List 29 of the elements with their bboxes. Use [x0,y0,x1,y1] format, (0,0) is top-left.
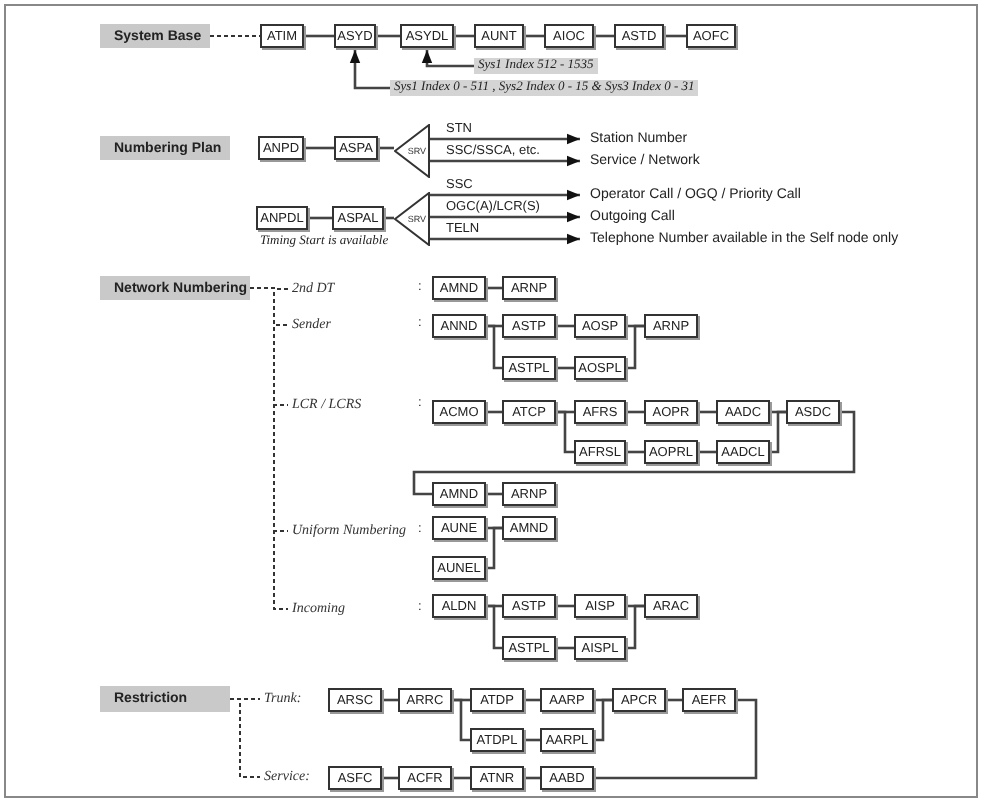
connector-line [486,526,502,570]
connector-line [486,604,502,650]
connector-line [454,34,474,38]
connector-line [304,34,334,38]
connector-line [249,287,289,610]
connector-line [770,410,786,454]
arrow [430,155,580,167]
connector-line [664,34,686,38]
connector-line [594,698,612,742]
connector-line [626,604,644,650]
arrow [421,50,474,68]
connector-line [376,34,400,38]
connector-line [524,34,544,38]
connector-line [486,324,502,370]
connector-line [452,698,470,742]
arrow [430,189,580,201]
connector-line [556,410,574,454]
arrow [430,233,580,245]
connector-line [308,216,332,220]
connector-line [626,324,644,370]
connector-line [594,34,614,38]
arrow [430,211,580,223]
connector-line [412,410,856,496]
connector-line [229,698,261,778]
arrow [349,50,390,90]
connector-line [209,35,261,37]
connector-line [304,146,334,150]
arrow [430,133,580,145]
connector-line [594,698,758,780]
